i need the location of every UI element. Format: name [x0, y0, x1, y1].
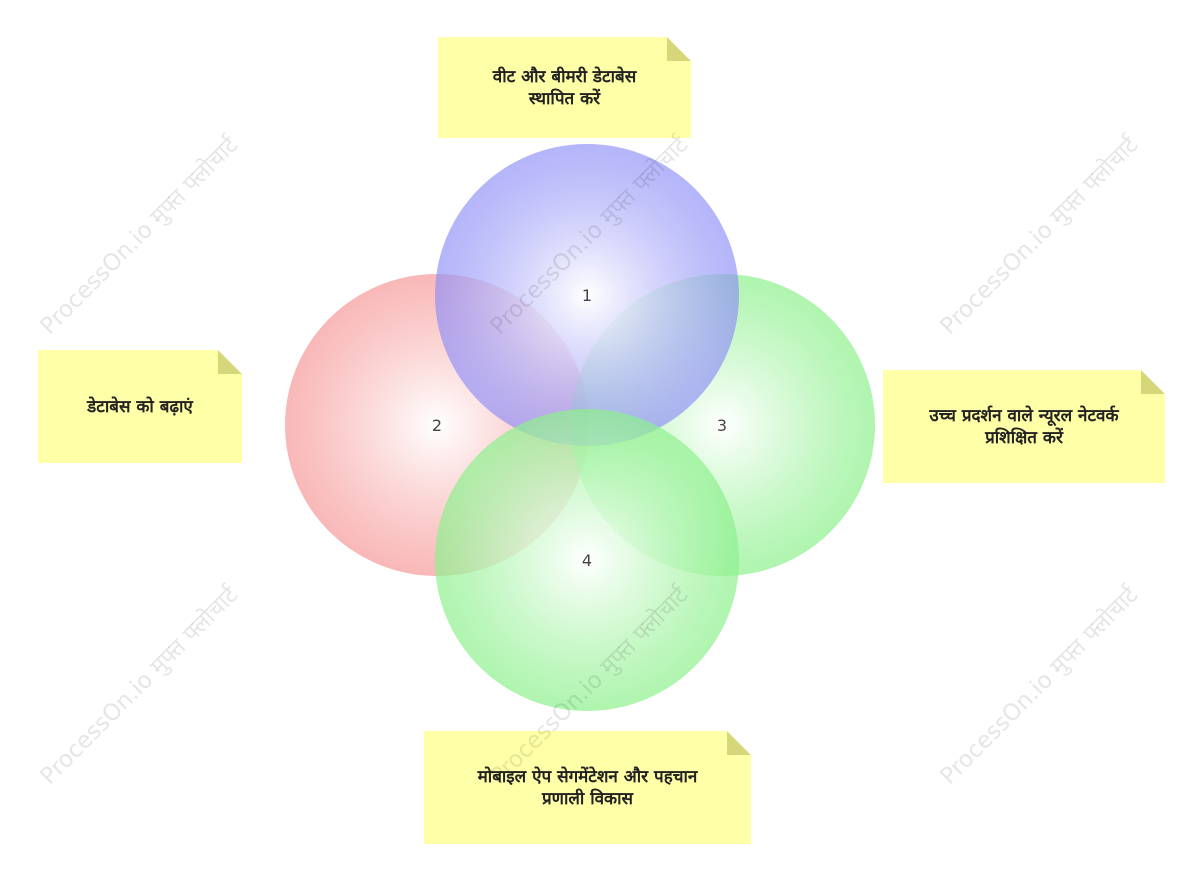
note-left[interactable]: डेटाबेस को बढ़ाएं — [38, 350, 242, 463]
note-top[interactable]: वीट और बीमरी डेटाबेस स्थापित करें — [438, 37, 691, 138]
note-right-text: उच्च प्रदर्शन वाले न्यूरल नेटवर्क प्रशिक… — [929, 405, 1119, 448]
circle-4[interactable] — [435, 409, 739, 711]
circle-1-label: 1 — [582, 286, 592, 305]
circle-2-label: 2 — [432, 416, 442, 435]
note-fold-icon — [1141, 370, 1165, 394]
note-fold-icon — [218, 350, 242, 374]
note-fold-icon — [667, 37, 691, 61]
note-left-text: डेटाबेस को बढ़ाएं — [87, 396, 193, 417]
circle-3-label: 3 — [717, 416, 727, 435]
note-fold-icon — [727, 731, 751, 755]
circle-1[interactable] — [435, 144, 739, 446]
note-top-text: वीट और बीमरी डेटाबेस स्थापित करें — [492, 66, 637, 109]
circle-4-label: 4 — [582, 551, 592, 570]
note-bottom-text: मोबाइल ऐप सेगमेंटेशन और पहचान प्रणाली वि… — [477, 766, 698, 809]
note-bottom[interactable]: मोबाइल ऐप सेगमेंटेशन और पहचान प्रणाली वि… — [424, 731, 751, 844]
note-right[interactable]: उच्च प्रदर्शन वाले न्यूरल नेटवर्क प्रशिक… — [883, 370, 1165, 483]
